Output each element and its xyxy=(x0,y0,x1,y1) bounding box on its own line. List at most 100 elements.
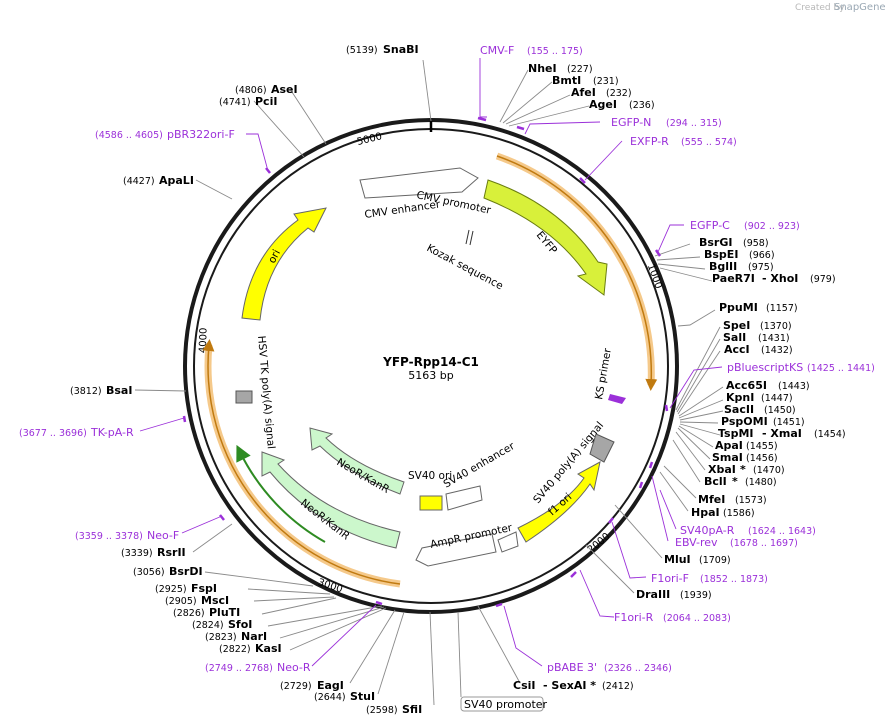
site-mlui[interactable]: MluI(1709) xyxy=(664,553,731,566)
primer-pbr322ori-f[interactable]: (4586 .. 4605)pBR322ori-F xyxy=(95,128,235,141)
sv40-polya-box xyxy=(589,433,615,463)
primer-f1ori-r[interactable]: F1ori-R (2064 .. 2083) xyxy=(614,611,731,624)
primer-exfp-r[interactable]: EXFP-R(555 .. 574) xyxy=(630,135,737,148)
svg-text:(1624 .. 1643): (1624 .. 1643) xyxy=(748,526,816,537)
site-acc65i[interactable]: Acc65I(1443) xyxy=(726,379,810,392)
svg-text:(1454): (1454) xyxy=(814,429,846,440)
svg-text:(2412): (2412) xyxy=(602,681,634,692)
svg-text:AfeI: AfeI xyxy=(571,86,596,99)
svg-text:(2822): (2822) xyxy=(219,644,251,655)
primer-sv40pa-r[interactable]: SV40pA-R(1624 .. 1643) xyxy=(680,524,816,537)
svg-text:F1ori-R: F1ori-R xyxy=(614,611,654,624)
site-rsrii[interactable]: (3339)RsrII xyxy=(121,546,186,559)
primer-egfp-n[interactable]: EGFP-N(294 .. 315) xyxy=(611,116,722,129)
svg-text:EGFP-N: EGFP-N xyxy=(611,116,651,129)
svg-text:MscI: MscI xyxy=(201,594,229,607)
site-bglii[interactable]: BglII(975) xyxy=(709,260,774,273)
site-bsai[interactable]: (3812)BsaI xyxy=(70,384,132,397)
ks-primer-arrow xyxy=(608,394,626,404)
site-csii[interactable]: CsiI- SexAI *(2412) xyxy=(513,679,634,692)
site-stui[interactable]: (2644)StuI xyxy=(314,690,375,703)
site-agei[interactable]: AgeI(236) xyxy=(589,98,655,111)
site-fspi[interactable]: (2925)FspI xyxy=(155,582,217,595)
primer-ebv-rev[interactable]: EBV-rev(1678 .. 1697) xyxy=(675,536,798,549)
f1-ori-arrow xyxy=(517,461,601,543)
site-sacii[interactable]: SacII(1450) xyxy=(724,403,796,416)
site-kasi[interactable]: (2822) KasI xyxy=(219,642,282,655)
svg-text:- SexAI *: - SexAI * xyxy=(543,679,596,692)
svg-text:(227): (227) xyxy=(567,64,593,75)
site-eagi[interactable]: (2729)EagI xyxy=(280,679,344,692)
primer-neo-f[interactable]: (3359 .. 3378)Neo-F xyxy=(75,529,179,542)
svg-text:*: * xyxy=(732,475,738,488)
svg-text:KasI: KasI xyxy=(255,642,282,655)
site-afei[interactable]: AfeI (232) xyxy=(571,86,632,99)
svg-text:PaeR7I: PaeR7I xyxy=(712,272,755,285)
site-apali[interactable]: (4427)ApaLI xyxy=(123,174,194,187)
primer-pbabe-3[interactable]: pBABE 3'(2326 .. 2346) xyxy=(547,661,672,674)
primer-pbluescriptks[interactable]: pBluescriptKS(1425 .. 1441) xyxy=(727,361,875,374)
site-acci[interactable]: AccI(1432) xyxy=(724,343,793,356)
site-bmti[interactable]: BmtI(231) xyxy=(552,74,619,87)
site-paer7i[interactable]: PaeR7I- XhoI(979) xyxy=(712,272,836,285)
svg-text:pBluescriptKS: pBluescriptKS xyxy=(727,361,803,374)
primer-tk-pa-r[interactable]: (3677 .. 3696)TK-pA-R xyxy=(19,426,134,439)
site-pcii[interactable]: (4741) PciI xyxy=(219,95,277,108)
primer-f1ori-f[interactable]: F1ori-F(1852 .. 1873) xyxy=(651,572,768,585)
svg-text:ApaI: ApaI xyxy=(715,439,743,452)
svg-text:BclI: BclI xyxy=(704,475,727,488)
svg-text:(1455): (1455) xyxy=(746,441,778,452)
svg-text:(2064 .. 2083): (2064 .. 2083) xyxy=(663,613,731,624)
svg-text:AgeI: AgeI xyxy=(589,98,617,111)
site-bsrdi[interactable]: (3056)BsrDI xyxy=(133,565,203,578)
svg-text:(1370): (1370) xyxy=(760,321,792,332)
svg-text:(1480): (1480) xyxy=(745,477,777,488)
svg-text:(1431): (1431) xyxy=(758,333,790,344)
site-nhei[interactable]: NheI(227) xyxy=(528,62,593,75)
svg-text:(231): (231) xyxy=(593,76,619,87)
primer-cmv-f[interactable]: CMV-F(155 .. 175) xyxy=(480,44,583,57)
site-snabi[interactable]: (5139)SnaBI xyxy=(346,43,419,56)
svg-text:(3812): (3812) xyxy=(70,386,102,397)
svg-text:Neo-F: Neo-F xyxy=(147,529,179,542)
svg-text:(1157): (1157) xyxy=(766,303,798,314)
ampr-small-arrow xyxy=(497,531,519,553)
site-kpni[interactable]: KpnI(1447) xyxy=(726,391,793,404)
site-msci[interactable]: (2905)MscI xyxy=(165,594,229,607)
svg-text:(1470): (1470) xyxy=(753,465,785,476)
svg-text:(4741): (4741) xyxy=(219,97,251,108)
site-hpai[interactable]: HpaI(1586) xyxy=(691,506,755,519)
svg-text:SmaI: SmaI xyxy=(712,451,743,464)
svg-text:AseI: AseI xyxy=(271,83,298,96)
site-sali[interactable]: SalI(1431) xyxy=(723,331,790,344)
primer-marks xyxy=(182,116,669,608)
site-bspei[interactable]: BspEI(966) xyxy=(704,248,775,261)
svg-text:PciI: PciI xyxy=(255,95,277,108)
site-bcli[interactable]: BclI * (1480) xyxy=(704,475,777,488)
site-mfei[interactable]: MfeI(1573) xyxy=(698,493,767,506)
site-smai[interactable]: SmaI(1456) xyxy=(712,451,778,464)
site-bsrgi[interactable]: BsrGI(958) xyxy=(699,236,769,249)
svg-text:(975): (975) xyxy=(748,262,774,273)
site-sfoi[interactable]: (2824)SfoI xyxy=(192,618,252,631)
site-spei[interactable]: SpeI(1370) xyxy=(723,319,792,332)
site-pluti[interactable]: (2826)PluTI xyxy=(173,606,240,619)
site-asei[interactable]: (4806)AseI xyxy=(235,83,298,96)
svg-text:EBV-rev: EBV-rev xyxy=(675,536,718,549)
primer-neo-r[interactable]: (2749 .. 2768)Neo-R xyxy=(205,661,311,674)
svg-text:(232): (232) xyxy=(606,88,632,99)
site-pspomi[interactable]: PspOMI(1451) xyxy=(721,415,805,428)
site-tspmi[interactable]: TspMI- XmaI(1454) xyxy=(718,427,846,440)
svg-text:(2823): (2823) xyxy=(205,632,237,643)
svg-text:ApaLI: ApaLI xyxy=(159,174,194,187)
site-xbai[interactable]: XbaI*(1470) xyxy=(708,463,785,476)
site-sfii[interactable]: (2598)SfiI xyxy=(366,703,422,716)
primer-egfp-c[interactable]: EGFP-C(902 .. 923) xyxy=(690,219,800,232)
tick-1000: 1000 xyxy=(645,263,664,291)
site-apai[interactable]: ApaI(1455) xyxy=(715,439,778,452)
site-nari[interactable]: (2823)NarI xyxy=(205,630,267,643)
svg-text:EGFP-C: EGFP-C xyxy=(690,219,730,232)
site-ppumi[interactable]: PpuMI(1157) xyxy=(719,301,798,314)
site-draiii[interactable]: DraIII(1939) xyxy=(636,588,712,601)
svg-text:(1450): (1450) xyxy=(764,405,796,416)
